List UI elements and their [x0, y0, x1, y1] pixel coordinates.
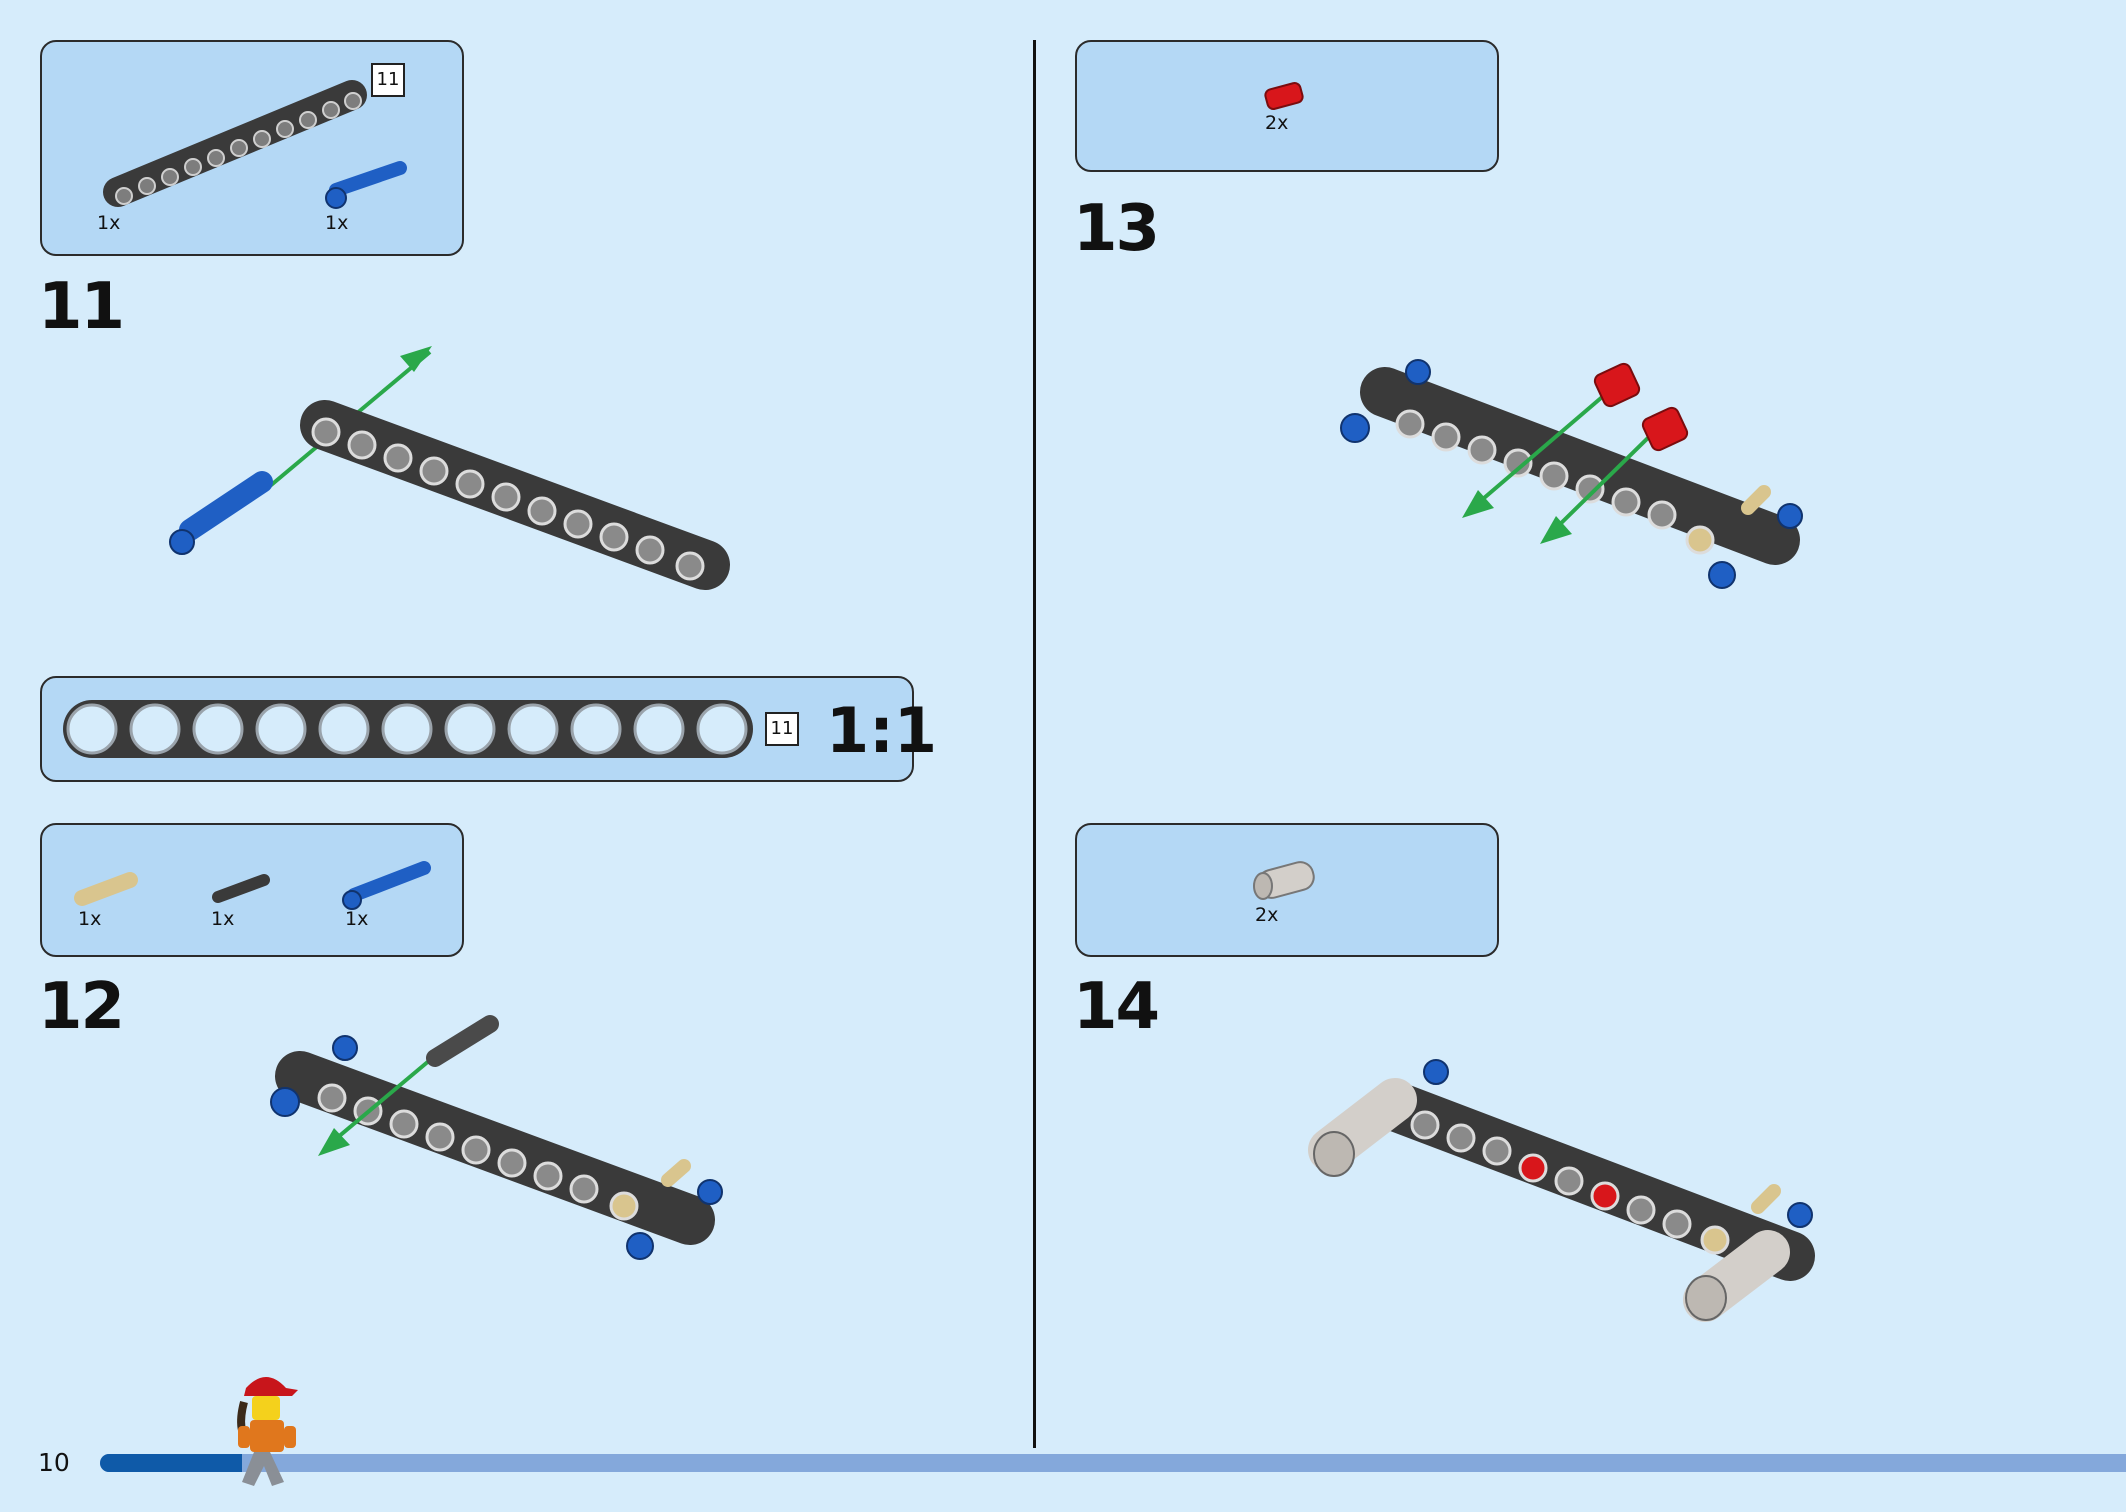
column-divider [1033, 40, 1036, 1448]
scale-label: 1:1 [826, 694, 938, 767]
progress-bar-fill [100, 1454, 242, 1472]
part-quantity: 2x [1255, 904, 1279, 926]
step-number: 12 [38, 970, 125, 1044]
step-number: 13 [1073, 192, 1160, 266]
step-number: 11 [38, 270, 125, 344]
part-quantity: 1x [97, 212, 121, 234]
part-quantity: 1x [211, 908, 235, 930]
part-quantity: 1x [78, 908, 102, 930]
step-number: 14 [1073, 970, 1160, 1044]
page-number: 10 [38, 1448, 70, 1477]
part-quantity: 1x [345, 908, 369, 930]
beam-length-tag: 11 [371, 63, 405, 97]
part-quantity: 1x [325, 212, 349, 234]
beam-length-tag: 11 [765, 712, 799, 746]
part-quantity: 2x [1265, 112, 1289, 134]
progress-bar [100, 1454, 2126, 1472]
